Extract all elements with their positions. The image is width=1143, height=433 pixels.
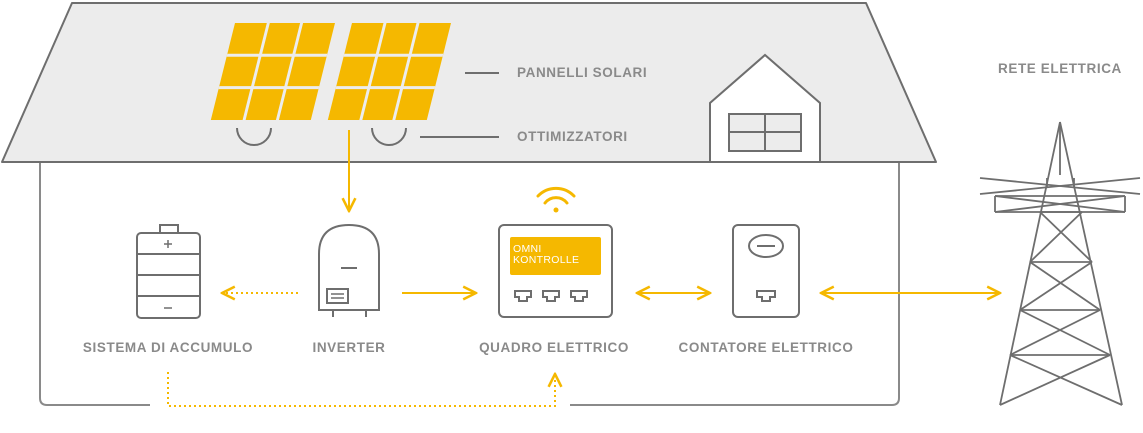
arrow-storage-to-panel <box>167 372 555 407</box>
power-tower-icon <box>979 121 1141 406</box>
label-panel: QUADRO ELETTRICO <box>479 340 629 355</box>
label-meter: CONTATORE ELETTRICO <box>678 340 854 355</box>
label-inverter: INVERTER <box>312 340 386 355</box>
dormer-window-icon <box>709 53 821 163</box>
energy-meter-icon <box>732 224 800 318</box>
battery-icon <box>136 224 201 319</box>
label-grid: RETE ELETTRICA <box>998 61 1122 76</box>
label-optimizers: OTTIMIZZATORI <box>517 129 628 144</box>
inverter-icon <box>318 223 380 317</box>
house-wall <box>39 160 900 406</box>
label-storage: SISTEMA DI ACCUMULO <box>82 340 254 355</box>
electrical-panel-icon <box>498 224 613 318</box>
optimizer-icon <box>236 127 407 146</box>
solar-panel-icon <box>210 23 451 120</box>
device-brand: OMNI KONTROLLE <box>513 244 593 266</box>
device-brand-line2: KONTROLLE <box>513 254 580 266</box>
device-brand-line1: OMNI <box>513 243 542 255</box>
label-solar-panels: PANNELLI SOLARI <box>517 65 648 80</box>
wifi-icon <box>536 186 576 213</box>
